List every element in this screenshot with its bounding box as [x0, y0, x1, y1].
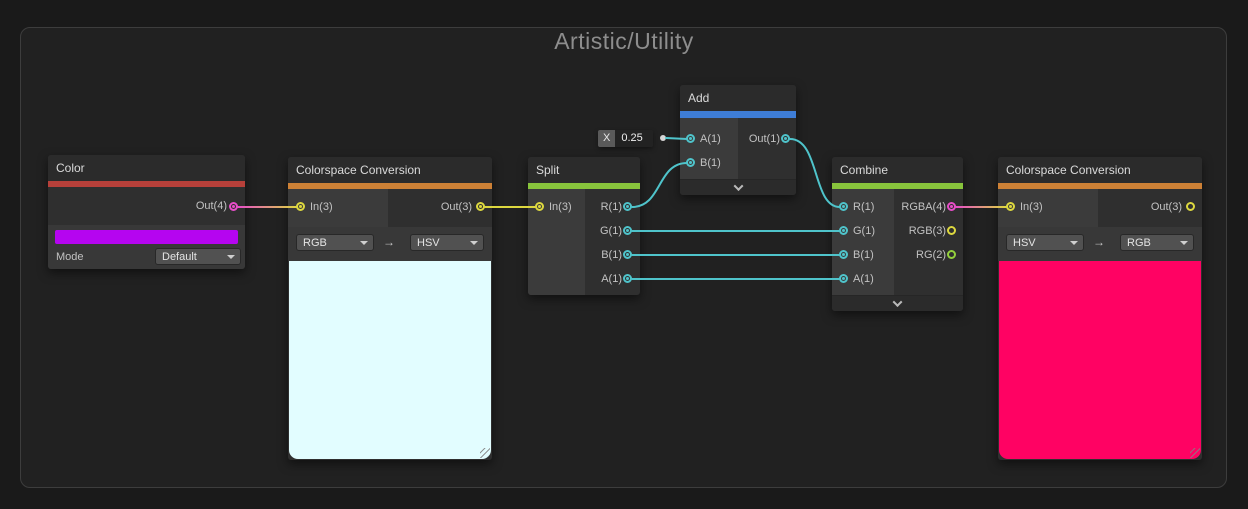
cc-right-to-dropdown[interactable]: RGB — [1120, 234, 1194, 251]
node-header[interactable]: Colorspace Conversion — [288, 157, 492, 183]
combine-g-port[interactable] — [839, 226, 848, 235]
port-label-out: Out(3) — [440, 201, 472, 213]
port-label-out: Out(1) — [748, 133, 780, 145]
combine-rgba-port[interactable] — [947, 202, 956, 211]
cc-right-out-port[interactable] — [1186, 202, 1195, 211]
split-a-port[interactable] — [623, 274, 632, 283]
combine-a-port[interactable] — [839, 274, 848, 283]
color-out-port[interactable] — [229, 202, 238, 211]
cc-right-in-port[interactable] — [1006, 202, 1015, 211]
node-accent — [680, 111, 796, 118]
node-header[interactable]: Combine — [832, 157, 963, 183]
arrow-right-icon: → — [1093, 235, 1105, 249]
dropdown-value: HSV — [417, 237, 440, 249]
mode-label: Mode — [56, 251, 84, 263]
port-label-b: B(1) — [601, 249, 622, 261]
preview-left — [289, 261, 491, 459]
add-a-inline-value: X 0.25 — [598, 130, 654, 147]
port-label-g: G(1) — [853, 225, 875, 237]
node-colorspace-conversion-left[interactable]: Colorspace Conversion In(3) Out(3) RGB →… — [288, 157, 492, 460]
port-label-b: B(1) — [700, 157, 721, 169]
cc-left-from-dropdown[interactable]: RGB — [296, 234, 374, 251]
port-label-rgb: RGB(3) — [908, 225, 946, 237]
port-label-out4: Out(4) — [195, 200, 227, 212]
port-label-rg: RG(2) — [916, 249, 946, 261]
combine-rgb-port[interactable] — [947, 226, 956, 235]
inline-value-field[interactable]: 0.25 — [615, 130, 654, 147]
add-a-port[interactable] — [686, 134, 695, 143]
resize-handle-icon[interactable] — [480, 448, 490, 458]
node-split[interactable]: Split In(3) R(1) G(1) B(1) A(1) — [528, 157, 640, 295]
node-colorspace-conversion-right[interactable]: Colorspace Conversion In(3) Out(3) HSV →… — [998, 157, 1202, 460]
split-in-port[interactable] — [535, 202, 544, 211]
preview-right — [999, 261, 1201, 459]
node-color-accent — [48, 181, 245, 187]
port-label-in: In(3) — [310, 201, 333, 213]
inline-value-label: X — [598, 130, 616, 147]
node-title: Add — [688, 91, 710, 105]
graph-title: Artistic/Utility — [554, 28, 694, 54]
dropdown-value: HSV — [1013, 237, 1036, 249]
node-header[interactable]: Split — [528, 157, 640, 183]
node-accent — [528, 183, 640, 189]
node-title: Split — [536, 163, 560, 177]
combine-r-port[interactable] — [839, 202, 848, 211]
dropdown-caret-icon — [360, 241, 368, 245]
port-label-r: R(1) — [853, 201, 875, 213]
node-combine[interactable]: Combine R(1) G(1) B(1) A(1) RGBA(4) RGB(… — [832, 157, 963, 311]
port-label-in: In(3) — [549, 201, 572, 213]
port-label-rgba: RGBA(4) — [901, 201, 946, 213]
combine-rg-port[interactable] — [947, 250, 956, 259]
node-add[interactable]: Add A(1) B(1) Out(1) — [680, 85, 796, 195]
node-title: Combine — [840, 163, 889, 177]
collapse-toggle[interactable] — [832, 295, 963, 311]
resize-handle-icon[interactable] — [1190, 448, 1200, 458]
dropdown-caret-icon — [1070, 241, 1078, 245]
node-color-header[interactable]: Color — [48, 155, 245, 181]
split-b-port[interactable] — [623, 250, 632, 259]
dropdown-value: Default — [162, 251, 197, 263]
split-g-port[interactable] — [623, 226, 632, 235]
port-label-b: B(1) — [853, 249, 874, 261]
port-label-a: A(1) — [601, 273, 622, 285]
port-label-r: R(1) — [600, 201, 622, 213]
dropdown-caret-icon — [470, 241, 478, 245]
port-label-a: A(1) — [700, 133, 721, 145]
cc-right-from-dropdown[interactable]: HSV — [1006, 234, 1084, 251]
cc-left-in-port[interactable] — [296, 202, 305, 211]
dropdown-caret-icon — [1180, 241, 1188, 245]
port-label-out: Out(3) — [1150, 201, 1182, 213]
node-color[interactable]: Color Out(4) Mode Default — [48, 155, 245, 269]
dropdown-caret-icon — [227, 255, 235, 259]
node-header[interactable]: Colorspace Conversion — [998, 157, 1202, 183]
port-label-in: In(3) — [1020, 201, 1043, 213]
dropdown-value: RGB — [303, 237, 327, 249]
node-title: Color — [56, 161, 85, 175]
input-column — [680, 118, 738, 179]
port-label-g: G(1) — [600, 225, 622, 237]
cc-left-out-port[interactable] — [476, 202, 485, 211]
add-out-port[interactable] — [781, 134, 790, 143]
node-title: Colorspace Conversion — [296, 163, 421, 177]
chevron-down-icon — [892, 297, 903, 308]
mode-dropdown[interactable]: Default — [155, 248, 241, 265]
split-r-port[interactable] — [623, 202, 632, 211]
node-title: Colorspace Conversion — [1006, 163, 1131, 177]
port-label-a: A(1) — [853, 273, 874, 285]
inline-value-connector-icon — [660, 135, 666, 141]
collapse-toggle[interactable] — [680, 179, 796, 195]
add-b-port[interactable] — [686, 158, 695, 167]
node-accent — [832, 183, 963, 189]
arrow-right-icon: → — [383, 235, 395, 249]
node-accent — [998, 183, 1202, 189]
node-accent — [288, 183, 492, 189]
combine-b-port[interactable] — [839, 250, 848, 259]
node-header[interactable]: Add — [680, 85, 796, 111]
cc-left-to-dropdown[interactable]: HSV — [410, 234, 484, 251]
color-swatch[interactable] — [55, 230, 238, 244]
chevron-down-icon — [733, 181, 743, 192]
dropdown-value: RGB — [1127, 237, 1151, 249]
